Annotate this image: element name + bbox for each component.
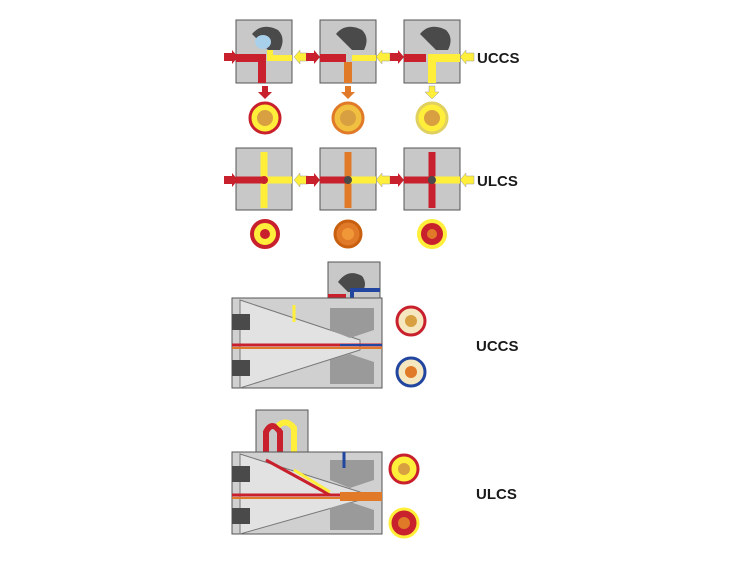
cross-section-5: [333, 219, 363, 249]
arrow-in-left-4: [224, 173, 238, 187]
arrow-in-right-4: [293, 172, 309, 188]
cross-section-10: [388, 507, 420, 539]
arrow-in-left-5: [306, 173, 320, 187]
row1-die-3: [403, 19, 461, 84]
row2-die-3: [403, 147, 461, 211]
cross-section-6: [417, 219, 447, 249]
arrow-out-3: [424, 85, 440, 100]
arrow-in-right-6: [459, 172, 475, 188]
arrow-in-left-3: [390, 50, 404, 64]
row2-die-1: [235, 147, 293, 211]
cross-section-7: [395, 305, 427, 337]
arrow-in-left-2: [306, 50, 320, 64]
label-row2: ULCS: [477, 173, 518, 190]
cross-section-8: [395, 356, 427, 388]
cross-section-4: [250, 219, 280, 249]
ulcs-extrusion-head: [231, 409, 383, 535]
arrow-in-right-3: [459, 49, 475, 65]
arrow-in-right-2: [375, 49, 391, 65]
arrow-in-right-5: [375, 172, 391, 188]
label-row1: UCCS: [477, 50, 520, 67]
cross-section-3: [415, 101, 449, 135]
uccs-extrusion-head: [231, 261, 383, 389]
cross-section-1: [248, 101, 282, 135]
label-row4: ULCS: [476, 486, 517, 503]
row1-die-2: [319, 19, 377, 84]
arrow-out-1: [258, 86, 272, 99]
arrow-out-2: [341, 86, 355, 99]
arrow-in-left-6: [390, 173, 404, 187]
cross-section-9: [388, 453, 420, 485]
label-row3: UCCS: [476, 338, 519, 355]
row2-die-2: [319, 147, 377, 211]
arrow-in-left-1: [224, 50, 238, 64]
row1-die-1: [235, 19, 293, 84]
cross-section-2: [331, 101, 365, 135]
arrow-in-right-1: [293, 49, 309, 65]
